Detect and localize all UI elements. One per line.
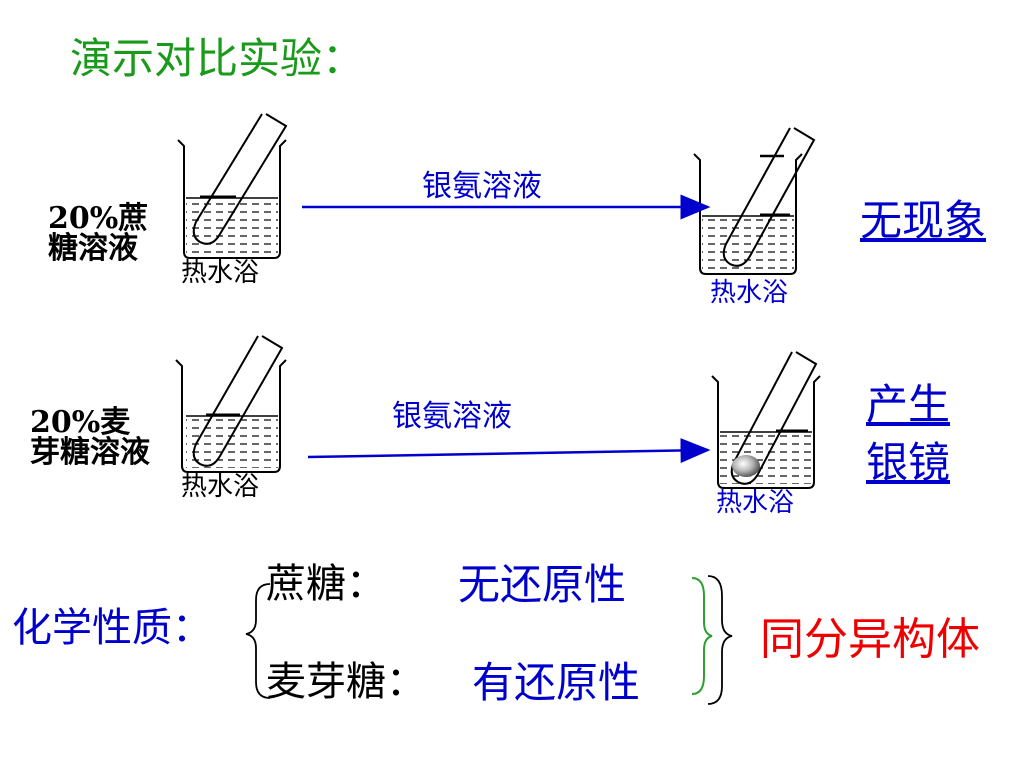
bath-label-2-before: 热水浴: [181, 472, 260, 502]
right-brace-outer: [707, 575, 733, 705]
result-silver-mirror: 产生银镜: [866, 380, 951, 487]
sample-label-sucrose: 20%蔗糖溶液: [48, 201, 149, 266]
beaker-2-before: [175, 359, 287, 473]
reaction-arrow-2: [307, 437, 711, 463]
sugar-sucrose: 蔗糖：: [266, 561, 386, 607]
result-no-reaction: 无现象: [860, 196, 987, 245]
right-brace-inner: [691, 577, 713, 695]
test-tube-2-before: [192, 335, 284, 467]
property-maltose: 有还原性: [472, 658, 641, 707]
property-sucrose: 无还原性: [458, 560, 627, 609]
test-tube-1-before: [192, 113, 288, 245]
test-tube-2-after: [730, 351, 818, 485]
test-tube-1-after: [722, 127, 816, 267]
bath-label-1-before: 热水浴: [181, 258, 260, 288]
sample-label-maltose: 20%麦芽糖溶液: [30, 405, 150, 470]
beaker-1-after: [693, 153, 803, 275]
reagent-label-2: 银氨溶液: [392, 399, 512, 434]
beaker-1-before: [177, 139, 287, 259]
left-brace: [245, 583, 271, 699]
bath-label-2-after: 热水浴: [716, 488, 795, 518]
chemical-properties-label: 化学性质：: [12, 605, 212, 651]
page-title: 演示对比实验：: [70, 34, 365, 83]
reagent-label-1: 银氨溶液: [422, 169, 542, 204]
silver-mirror-deposit: [732, 455, 760, 477]
beaker-2-after: [711, 375, 821, 489]
conclusion-isomer: 同分异构体: [760, 614, 980, 665]
sugar-maltose: 麦芽糖：: [266, 659, 426, 705]
bath-label-1-after: 热水浴: [710, 278, 789, 308]
